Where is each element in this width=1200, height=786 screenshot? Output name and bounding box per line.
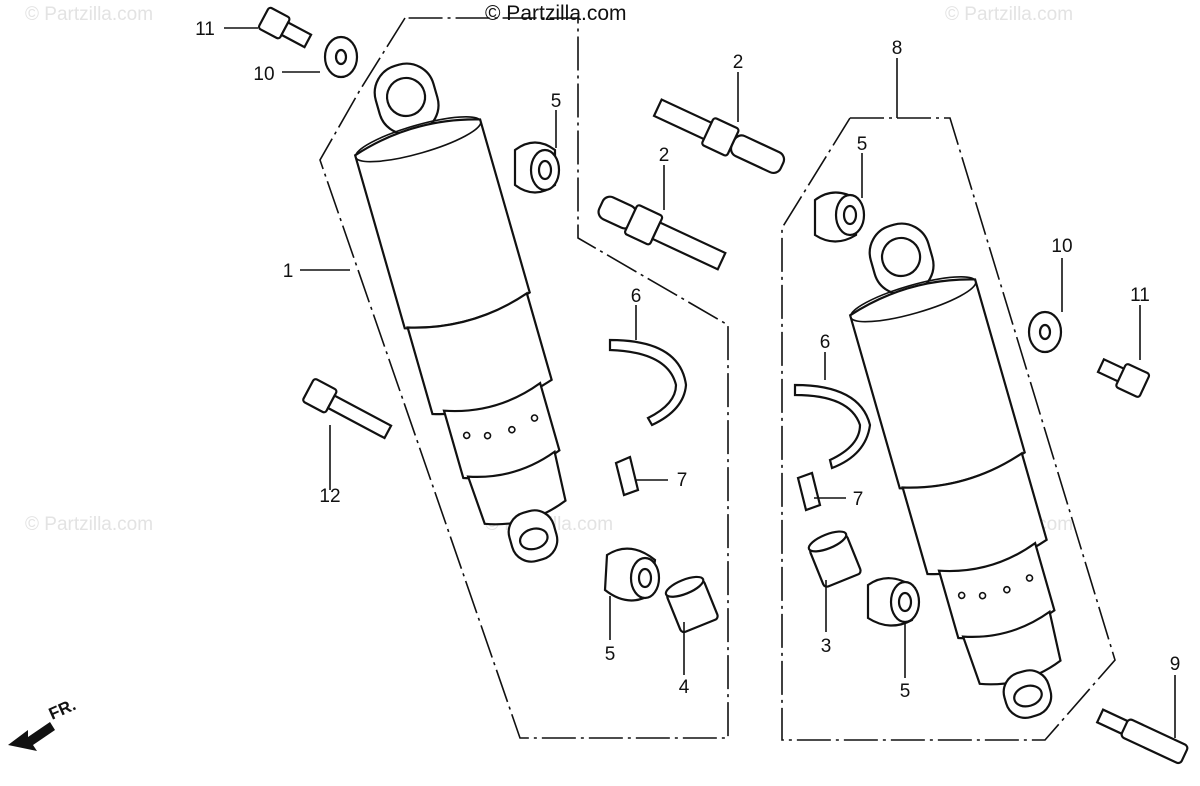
right-assembly-outline bbox=[781, 117, 1116, 741]
bushing-5-upper-left bbox=[513, 141, 561, 194]
watermark-top-left: © Partzilla.com bbox=[25, 4, 153, 25]
callout-5-lower-right: 5 bbox=[900, 681, 911, 702]
callout-7-left: 7 bbox=[677, 470, 688, 491]
collar-4 bbox=[664, 575, 719, 634]
bushing-5-lower-left bbox=[603, 547, 661, 602]
callout-9: 9 bbox=[1170, 654, 1181, 675]
callout-2-upper: 2 bbox=[733, 52, 744, 73]
bolt-11-right bbox=[1096, 357, 1151, 398]
callout-10-left: 10 bbox=[253, 64, 274, 85]
callout-12: 12 bbox=[319, 486, 340, 507]
stud-2-upper bbox=[652, 98, 786, 175]
front-label: FR. bbox=[46, 695, 79, 723]
callout-11-left: 11 bbox=[195, 19, 215, 40]
callout-10-right: 10 bbox=[1051, 236, 1072, 257]
right-shock-absorber bbox=[848, 222, 1062, 719]
watermark-top-right: © Partzilla.com bbox=[945, 4, 1073, 25]
bolt-11-left bbox=[257, 6, 313, 49]
stud-2-lower bbox=[597, 195, 727, 271]
left-assembly-outline bbox=[319, 17, 729, 739]
clip-6-left bbox=[608, 338, 688, 427]
tag-7-left bbox=[614, 455, 640, 497]
callout-labels: 11 10 1 5 2 2 6 7 5 4 12 8 5 6 7 3 5 10 … bbox=[195, 19, 1180, 702]
leader-lines bbox=[224, 27, 1176, 738]
bushing-5-upper-right bbox=[813, 191, 866, 243]
callout-5-upper-right: 5 bbox=[857, 134, 868, 155]
left-shock-absorber bbox=[353, 62, 567, 563]
front-direction-indicator: FR. bbox=[8, 695, 79, 751]
bushing-5-lower-right bbox=[866, 577, 921, 627]
callout-6-left: 6 bbox=[631, 286, 642, 307]
watermark-mid-left: © Partzilla.com bbox=[25, 514, 153, 535]
callout-7-right: 7 bbox=[853, 489, 864, 510]
callout-5-lower-left: 5 bbox=[605, 644, 616, 665]
washer-10-right bbox=[1027, 310, 1063, 354]
callout-1: 1 bbox=[283, 261, 294, 282]
callout-2-lower: 2 bbox=[659, 145, 670, 166]
pin-9 bbox=[1095, 708, 1189, 765]
collar-3 bbox=[807, 530, 862, 588]
callout-4: 4 bbox=[679, 677, 690, 698]
callout-8: 8 bbox=[892, 38, 903, 59]
watermark-main: © Partzilla.com bbox=[485, 2, 627, 25]
callout-3: 3 bbox=[821, 636, 832, 657]
callout-11-right: 11 bbox=[1130, 285, 1150, 306]
clip-6-right bbox=[793, 383, 872, 470]
front-arrow-icon bbox=[8, 722, 55, 751]
callout-6-right: 6 bbox=[820, 332, 831, 353]
tag-7-right bbox=[796, 471, 822, 512]
callout-5-upper-left: 5 bbox=[551, 91, 562, 112]
washer-10-left bbox=[323, 35, 359, 79]
bolt-12 bbox=[302, 378, 393, 440]
